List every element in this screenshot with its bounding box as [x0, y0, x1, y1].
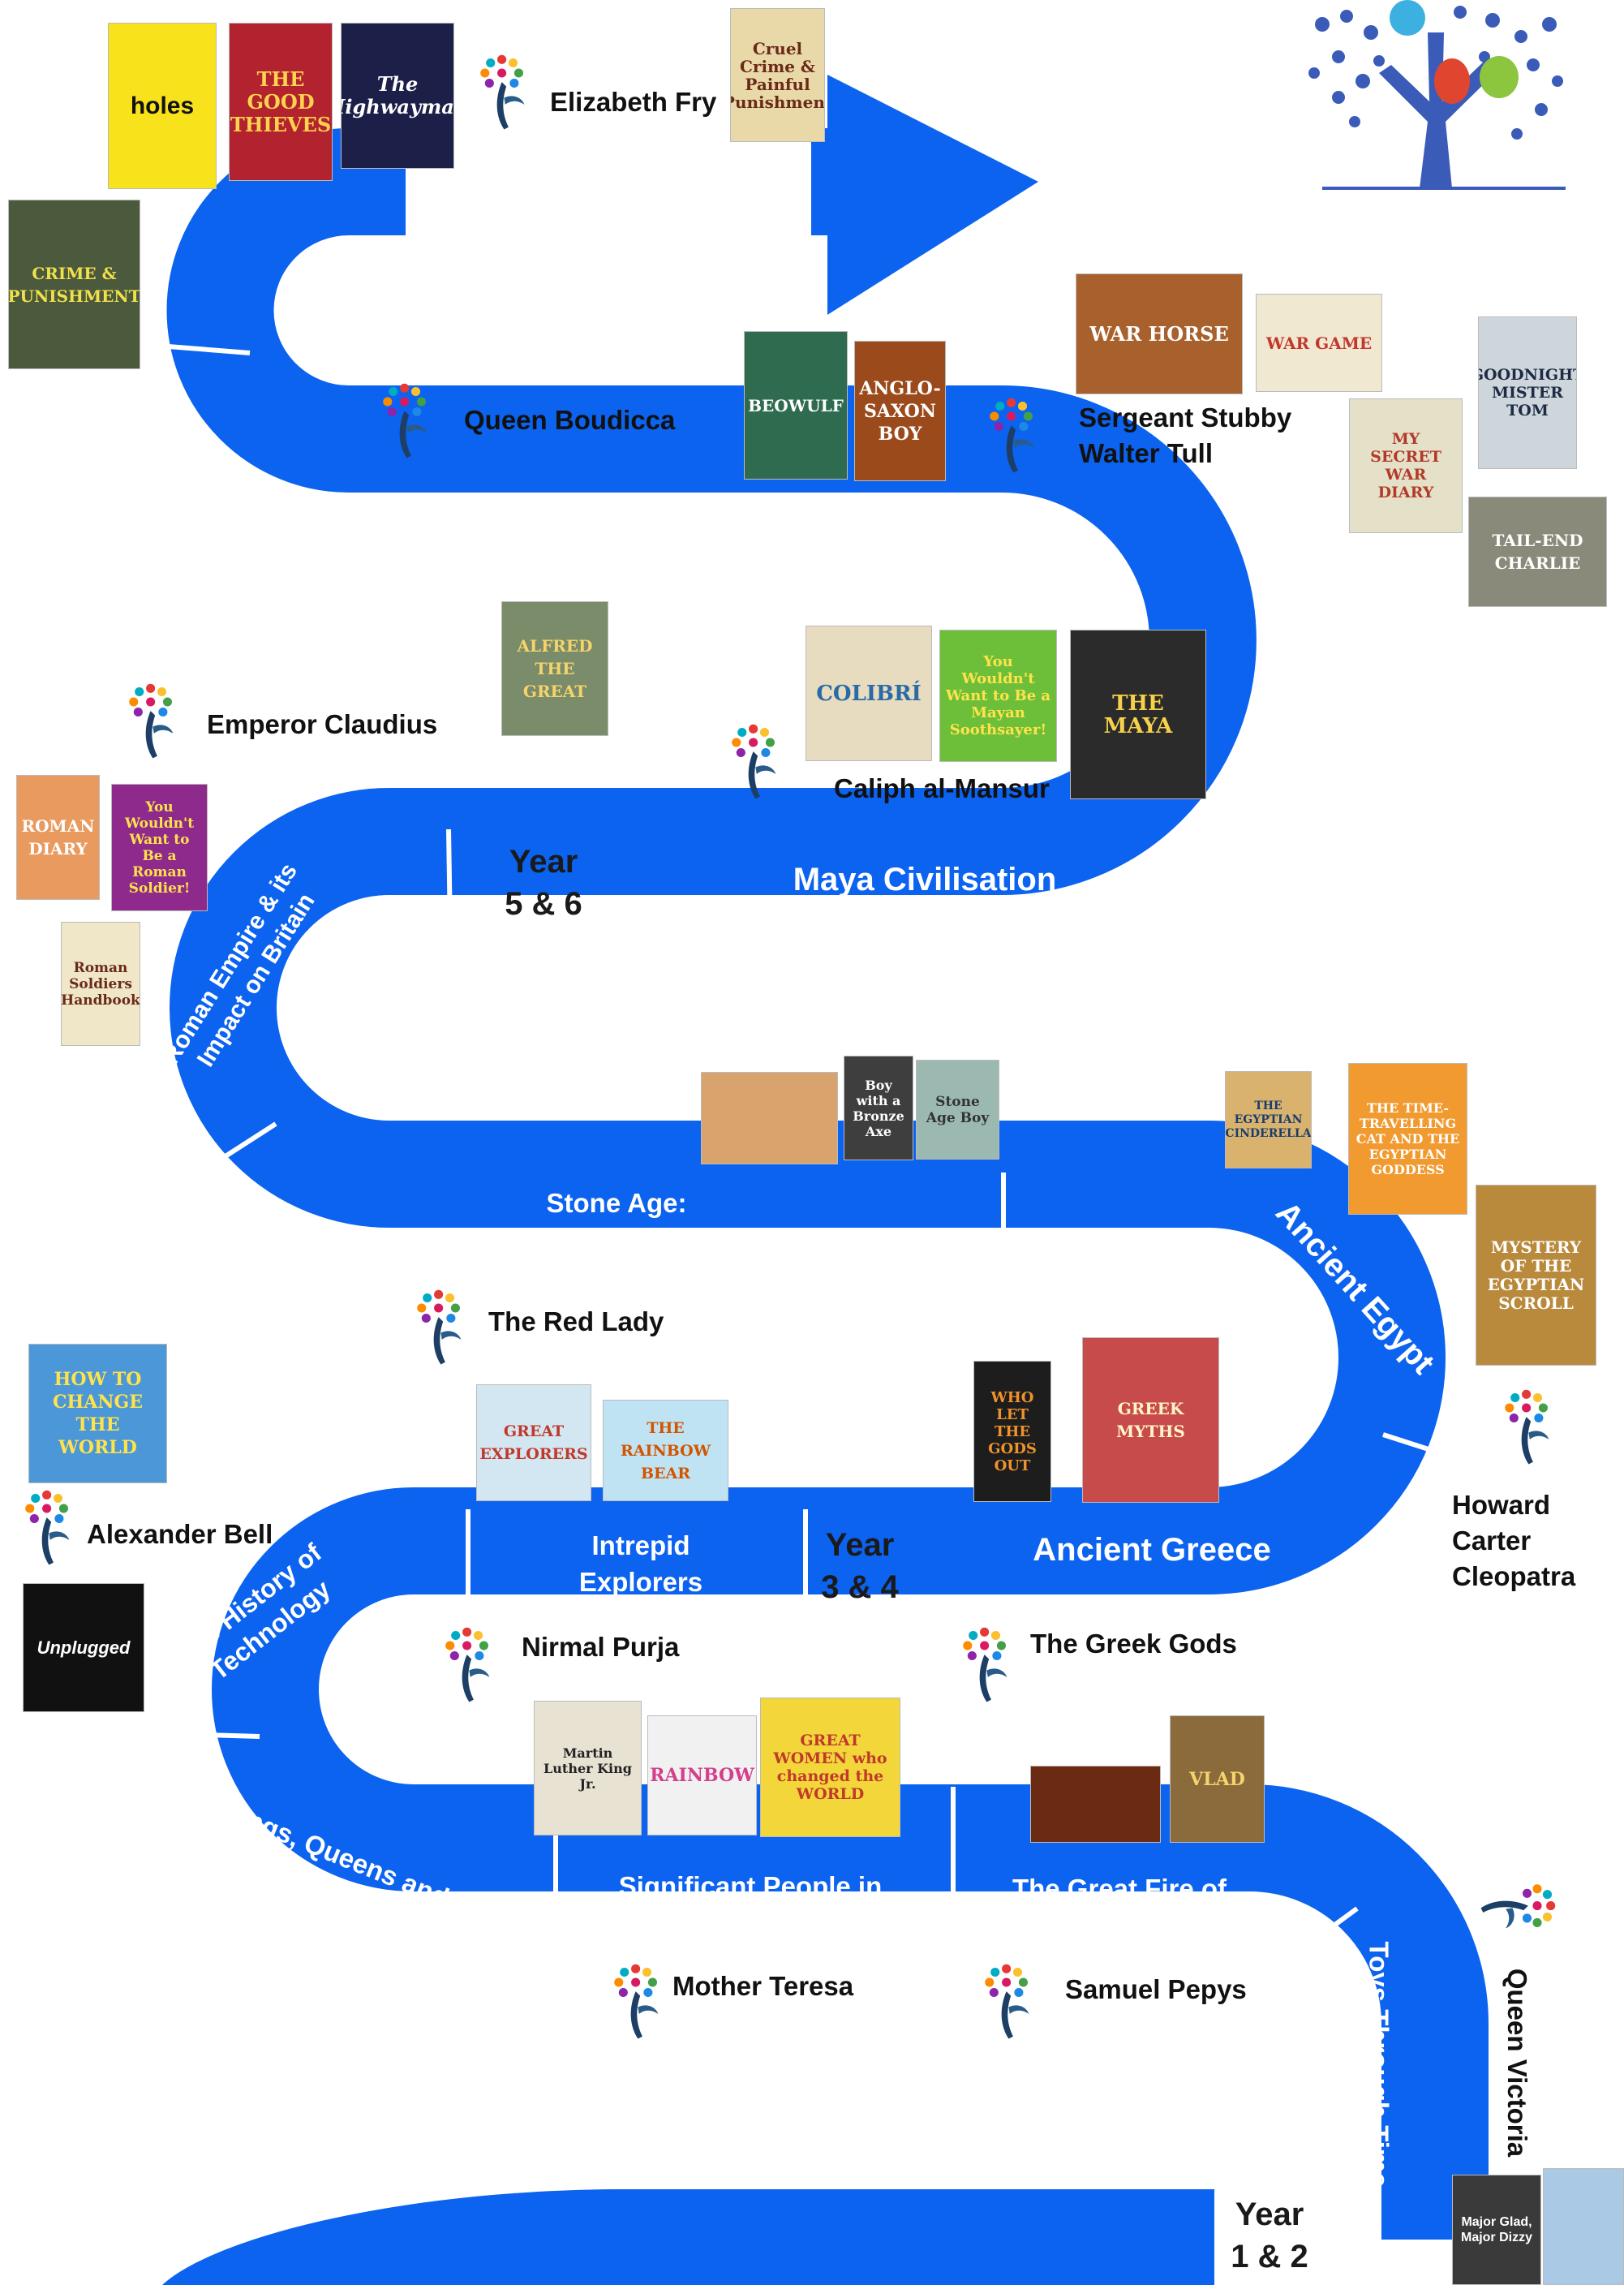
person-elizabeth-fry: Elizabeth Fry	[550, 87, 717, 117]
flower-person-icon	[963, 1627, 1007, 1702]
person-carter-cleopatra: Howard Carter Cleopatra	[1452, 1490, 1576, 1591]
flower-person-icon	[417, 1289, 462, 1365]
segment-toys-through-time: Toys Through Time	[1364, 1941, 1394, 2188]
book-cover-roman-soldier: You Wouldn't Want to Be a Roman Soldier!	[111, 784, 208, 911]
book-cover-colibri: COLIBRÍ	[806, 626, 932, 761]
book-cover-major-glad: Major Glad, Major Dizzy	[1452, 2175, 1541, 2285]
segment-great-fire: The Great Fire of London	[1012, 1874, 1227, 1940]
segment-viking-anglo-saxon: Viking & Anglo-Saxon struggle for Britai…	[453, 502, 732, 569]
book-cover-vlad: VLAD	[1170, 1715, 1265, 1843]
segment-healthcare: Significant People in Healthcare	[618, 1871, 883, 1938]
segment-ancient-greece: Ancient Greece	[1033, 1532, 1271, 1568]
road-segment-start	[162, 2189, 1217, 2285]
school-tree-logo	[1308, 0, 1566, 190]
year-label-1-2: Year 1 & 2	[1231, 2197, 1308, 2274]
person-nirmal-purja: Nirmal Purja	[522, 1632, 680, 1662]
book-cover-fire-painting	[1030, 1766, 1161, 1843]
book-cover-the-maya: THE MAYA	[1070, 630, 1206, 799]
book-cover-greek-myths: GREEK MYTHS	[1082, 1337, 1219, 1503]
road-segment-y56-bottom	[170, 788, 391, 1228]
book-cover-great-women: GREAT WOMEN who changed the WORLD	[760, 1698, 900, 1837]
book-cover-mayan: You Wouldn't Want to Be a Mayan Soothsay…	[939, 630, 1057, 762]
person-queen-victoria: Queen Victoria	[1502, 1968, 1532, 2158]
book-cover-stone-age-boy: Stone Age Boy	[916, 1060, 999, 1160]
timeline-arrow-end	[811, 75, 1038, 315]
road-segment-y12	[414, 1784, 1489, 2240]
segment-stone-age-subtitle: Changes from Palaeolithic to Neolithic	[431, 1227, 802, 1250]
flower-person-icon	[990, 398, 1034, 473]
book-cover-egyptian-cinderella: THE EGYPTIAN CINDERELLA	[1225, 1071, 1312, 1168]
segment-stone-age-title: Stone Age:	[546, 1188, 687, 1218]
segment-crime-punishment: Crime & Punishment	[526, 166, 707, 232]
road-divider	[147, 342, 251, 355]
road-segment-y12-top	[212, 1487, 415, 1891]
road-segment-y34	[389, 1121, 1446, 1594]
person-caliph-al-mansur: Caliph al-Mansur	[834, 773, 1050, 803]
book-cover-bronze-axe: Boy with a Bronze Axe	[844, 1056, 913, 1160]
book-cover-dinosaur	[1543, 2168, 1624, 2285]
book-cover-roman-handbook: Roman Soldiers Handbook	[61, 922, 140, 1046]
book-cover-beowulf: BEOWULF	[744, 331, 848, 480]
book-cover-great-explorers: GREAT EXPLORERS	[476, 1384, 591, 1501]
book-cover-crime-punishment: CRIME & PUNISHMENT	[8, 200, 140, 369]
flower-person-icon	[445, 1627, 490, 1702]
person-red-lady: The Red Lady	[488, 1306, 664, 1336]
book-cover-cruel-crime: Cruel Crime & Painful Punishment	[730, 8, 825, 142]
road-divider	[446, 828, 453, 932]
book-cover-rainbow-bear: THE RAINBOW BEAR	[603, 1400, 728, 1501]
person-stubby-tull: Sergeant Stubby Walter Tull	[1079, 402, 1292, 468]
flower-person-icon	[129, 683, 174, 759]
segment-maya-civilisation: Maya Civilisation	[793, 862, 1057, 897]
road-divider	[1382, 1432, 1477, 1467]
book-cover-tail-end-charlie: TAIL-END CHARLIE	[1468, 497, 1607, 607]
road-divider	[1274, 1906, 1359, 1971]
book-cover-war-game: WAR GAME	[1256, 294, 1382, 392]
book-cover-rainbow: RAINBOW	[647, 1715, 757, 1835]
book-cover-change-world: HOW TO CHANGE THE WORLD	[28, 1344, 167, 1483]
book-cover-war-horse: WAR HORSE	[1076, 273, 1243, 394]
book-cover-egyptian-scroll: MYSTERY OF THE EGYPTIAN SCROLL	[1476, 1185, 1596, 1366]
book-cover-unplugged: Unplugged	[23, 1583, 144, 1712]
book-cover-highwayman: The Highwayman	[341, 23, 454, 169]
person-emperor-claudius: Emperor Claudius	[207, 709, 438, 739]
book-cover-alfred: ALFRED THE GREAT	[501, 601, 608, 736]
flower-person-icon	[614, 1964, 659, 2039]
flower-person-icon	[1480, 1884, 1556, 1929]
book-cover-roman-diary: ROMAN DIARY	[16, 775, 100, 900]
flower-person-icon	[985, 1964, 1029, 2039]
book-cover-secret-war-diary: MY SECRET WAR DIARY	[1349, 398, 1463, 533]
road-divider	[195, 1121, 277, 1177]
year-label-3-4: Year 3 & 4	[821, 1527, 899, 1605]
person-alexander-bell: Alexander Bell	[87, 1519, 273, 1549]
book-cover-time-cat: THE TIME-TRAVELLING CAT AND THE EGYPTIAN…	[1348, 1063, 1467, 1215]
person-mother-teresa: Mother Teresa	[672, 1971, 854, 2001]
flower-person-icon	[25, 1490, 70, 1565]
book-cover-mlk: Martin Luther King Jr.	[534, 1701, 642, 1835]
segment-intrepid-explorers: Intrepid Explorers	[578, 1530, 703, 1597]
book-cover-good-thieves: THE GOOD THIEVES	[229, 23, 333, 181]
person-greek-gods: The Greek Gods	[1030, 1629, 1237, 1659]
road-divider	[153, 1731, 260, 1739]
flower-person-icon	[1505, 1389, 1549, 1465]
person-queen-boudicca: Queen Boudicca	[464, 405, 676, 435]
book-cover-who-let-gods-out: WHO LET THE GODS OUT	[973, 1361, 1051, 1502]
book-cover-goodnight-tom: GOODNIGHT MISTER TOM	[1478, 316, 1577, 469]
road-divider	[1289, 797, 1372, 887]
person-samuel-pepys: Samuel Pepys	[1065, 1974, 1247, 2004]
flower-person-icon	[383, 383, 427, 458]
flower-person-icon	[480, 54, 525, 130]
year-label-5-6: Year 5 & 6	[505, 844, 582, 922]
flower-person-icon	[732, 724, 776, 799]
book-cover-cave-art	[701, 1072, 838, 1164]
book-cover-anglo-saxon-boy: ANGLO-SAXON BOY	[854, 341, 946, 481]
book-cover-holes: holes	[108, 23, 217, 189]
